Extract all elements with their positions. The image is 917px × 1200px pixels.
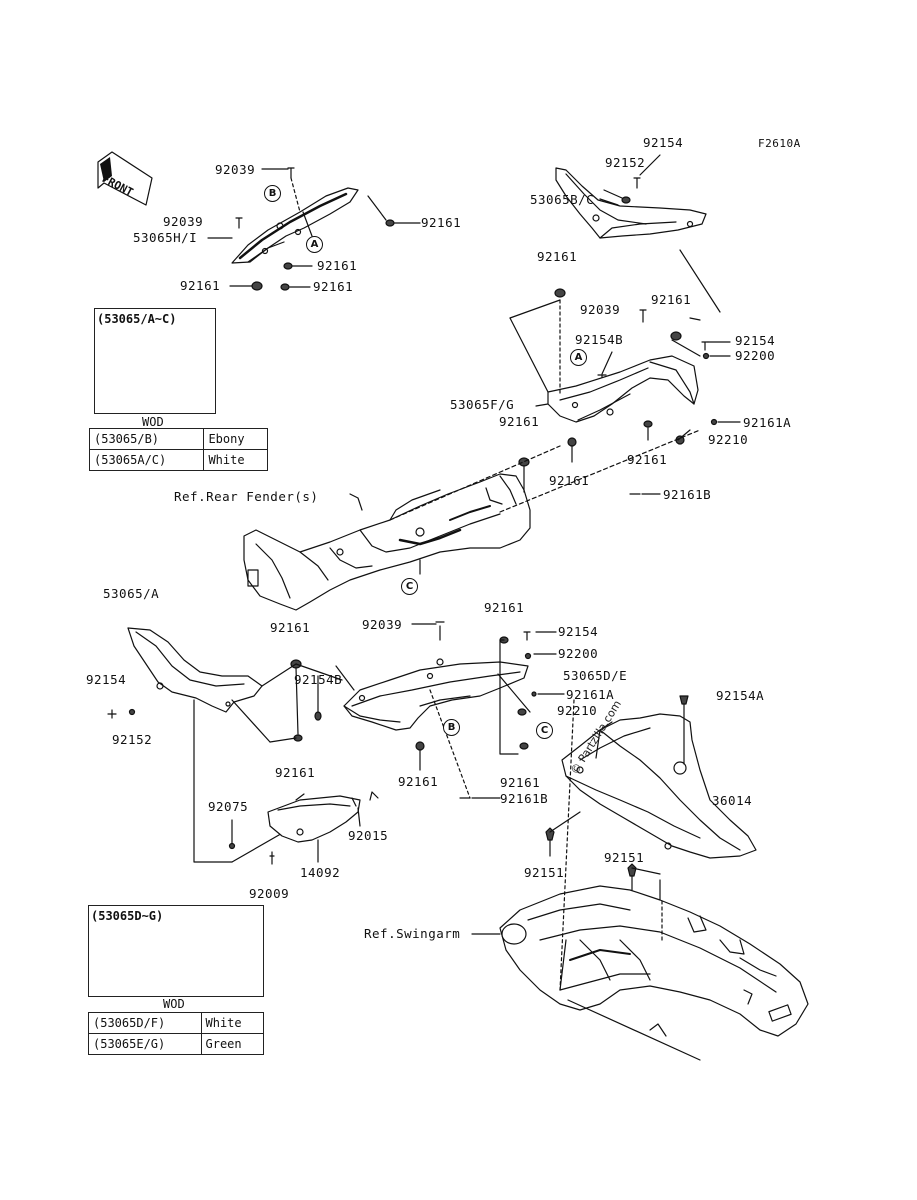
part-label-53065bc[interactable]: 53065B/C xyxy=(530,192,595,207)
part-label-53065fg[interactable]: 53065F/G xyxy=(450,397,515,412)
part-label-92161[interactable]: 92161 xyxy=(549,473,590,488)
ref-swingarm-label[interactable]: Ref.Swingarm xyxy=(364,926,461,941)
callout-a: A xyxy=(570,349,587,366)
part-label-92161[interactable]: 92161 xyxy=(313,279,354,294)
table-row: (53065E/G) Green xyxy=(88,1033,264,1055)
part-label-92151[interactable]: 92151 xyxy=(524,865,565,880)
wod-color: White xyxy=(203,449,268,471)
part-label-92161[interactable]: 92161 xyxy=(500,775,541,790)
part-label-92015[interactable]: 92015 xyxy=(348,828,389,843)
diagram-id: F2610A xyxy=(758,137,801,150)
cover-53065de-drawing xyxy=(343,658,529,731)
table-row: (53065A/C) White xyxy=(88,449,268,471)
part-label-92009[interactable]: 92009 xyxy=(249,886,290,901)
part-label-92210[interactable]: 92210 xyxy=(557,703,598,718)
fastener-92161-tl1 xyxy=(385,219,395,227)
part-label-92152[interactable]: 92152 xyxy=(112,732,153,747)
part-label-92154[interactable]: 92154 xyxy=(643,135,684,150)
part-label-92151[interactable]: 92151 xyxy=(604,850,645,865)
part-label-92161[interactable]: 92161 xyxy=(317,258,358,273)
part-label-53065de[interactable]: 53065D/E xyxy=(563,668,628,683)
fastener-92161-tl2 xyxy=(283,262,293,270)
wod-code: (53065/B) xyxy=(88,428,205,450)
mudguard-14092-drawing xyxy=(267,793,361,843)
part-label-92154a[interactable]: 92154A xyxy=(716,688,765,703)
wod-header: (53065D~G) xyxy=(91,909,164,923)
rear-fender-drawing xyxy=(243,473,531,611)
chain-guard-36014-drawing xyxy=(561,713,757,859)
table-row: (53065/B) Ebony xyxy=(88,428,268,450)
fastener-92161-tl4 xyxy=(280,283,290,291)
wod-title: WOD xyxy=(142,415,164,429)
part-label-92154b[interactable]: 92154B xyxy=(294,672,343,687)
part-label-92161[interactable]: 92161 xyxy=(484,600,525,615)
callout-b: B xyxy=(264,185,281,202)
wod-color: Green xyxy=(200,1033,264,1055)
part-label-53065hi[interactable]: 53065H/I xyxy=(133,230,198,245)
callout-b: B xyxy=(443,719,460,736)
front-arrow-icon xyxy=(97,151,153,206)
part-label-92200[interactable]: 92200 xyxy=(735,348,776,363)
callout-c: C xyxy=(536,722,553,739)
cover-53065bc-drawing xyxy=(555,167,707,239)
cover-53065fg-drawing xyxy=(547,355,699,423)
wod-color: White xyxy=(200,1012,264,1034)
callout-c: C xyxy=(401,578,418,595)
part-label-92161[interactable]: 92161 xyxy=(398,774,439,789)
cover-53065a-drawing xyxy=(127,627,263,713)
part-label-92039[interactable]: 92039 xyxy=(362,617,403,632)
part-label-92039[interactable]: 92039 xyxy=(215,162,256,177)
part-label-92161[interactable]: 92161 xyxy=(537,249,578,264)
ref-rear-fender-label[interactable]: Ref.Rear Fender(s) xyxy=(174,489,319,504)
part-label-92154[interactable]: 92154 xyxy=(558,624,599,639)
part-label-92161[interactable]: 92161 xyxy=(270,620,311,635)
fastener-92161-tl3 xyxy=(251,281,263,291)
part-label-92152[interactable]: 92152 xyxy=(605,155,646,170)
table-row: (53065D/F) White xyxy=(88,1012,264,1034)
part-label-92161a[interactable]: 92161A xyxy=(743,415,792,430)
wod-header: (53065/A~C) xyxy=(97,312,177,326)
part-label-92161[interactable]: 92161 xyxy=(275,765,316,780)
part-label-92200[interactable]: 92200 xyxy=(558,646,599,661)
wod-illustration-box xyxy=(94,308,216,414)
part-label-92161[interactable]: 92161 xyxy=(499,414,540,429)
part-label-92039[interactable]: 92039 xyxy=(163,214,204,229)
part-label-92075[interactable]: 92075 xyxy=(208,799,249,814)
wod-illustration-box xyxy=(88,905,264,997)
part-label-92039[interactable]: 92039 xyxy=(580,302,621,317)
part-label-92154[interactable]: 92154 xyxy=(86,672,127,687)
wod-title: WOD xyxy=(163,997,185,1011)
wod-color: Ebony xyxy=(203,428,268,450)
part-label-92161[interactable]: 92161 xyxy=(627,452,668,467)
part-label-92210[interactable]: 92210 xyxy=(708,432,749,447)
part-label-92161a[interactable]: 92161A xyxy=(566,687,615,702)
part-label-92161b[interactable]: 92161B xyxy=(500,791,549,806)
part-label-92161[interactable]: 92161 xyxy=(651,292,692,307)
part-label-92161[interactable]: 92161 xyxy=(421,215,462,230)
callout-a: A xyxy=(306,236,323,253)
part-label-92154b[interactable]: 92154B xyxy=(575,332,624,347)
part-label-53065a[interactable]: 53065/A xyxy=(103,586,160,601)
part-label-92161b[interactable]: 92161B xyxy=(663,487,712,502)
wod-code: (53065E/G) xyxy=(88,1033,202,1055)
cover-53065hi-drawing xyxy=(231,187,359,264)
part-label-36014[interactable]: 36014 xyxy=(712,793,753,808)
wod-color-table: (53065/B) Ebony (53065A/C) White xyxy=(88,428,268,471)
wod-code: (53065A/C) xyxy=(88,449,205,471)
part-label-14092[interactable]: 14092 xyxy=(300,865,341,880)
part-label-92161[interactable]: 92161 xyxy=(180,278,221,293)
swingarm-drawing xyxy=(499,885,809,1037)
part-label-92154[interactable]: 92154 xyxy=(735,333,776,348)
wod-code: (53065D/F) xyxy=(88,1012,202,1034)
wod-color-table: (53065D/F) White (53065E/G) Green xyxy=(88,1012,264,1055)
